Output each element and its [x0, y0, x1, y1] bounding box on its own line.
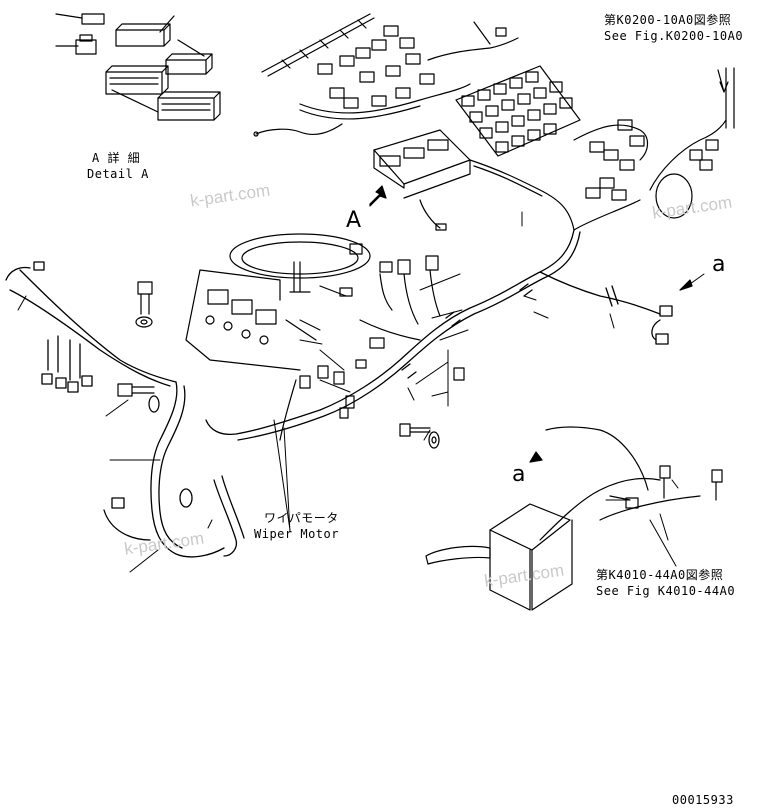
wiper-motor-label-en: Wiper Motor [254, 527, 339, 541]
view-a-marker: A [346, 208, 362, 233]
relay-block [455, 65, 581, 157]
ref-bottom-en: See Fig K4010-44A0 [596, 584, 736, 598]
detail-a-connectors [55, 13, 221, 121]
arrowheads [529, 279, 693, 463]
leader-lines [17, 211, 705, 573]
detail-a-label-en: Detail A [87, 167, 149, 181]
upper-harness [253, 13, 519, 137]
dash-panel [185, 269, 317, 371]
wiper-motor-label-jp: ワイパモータ [264, 511, 339, 525]
detail-a-label-jp: A 詳 細 [92, 151, 141, 165]
ref-bottom-jp: 第K4010-44A0図参照 [596, 568, 724, 582]
center-connectors [279, 243, 465, 441]
main-harness [205, 229, 673, 441]
ref-top-jp: 第K0200-10A0図参照 [604, 13, 732, 27]
right-upper-harness [469, 67, 735, 231]
point-a-bottom: a [512, 462, 526, 487]
controller-unit [369, 129, 471, 231]
point-a-right: a [712, 252, 726, 277]
drawing-number: 00015933 [672, 793, 734, 807]
ref-top-en: See Fig.K0200-10A0 [604, 29, 744, 43]
column-switch-assy [425, 426, 723, 611]
left-harness [5, 261, 245, 558]
steering-wheel [229, 233, 371, 297]
bolts-washers [117, 281, 440, 449]
